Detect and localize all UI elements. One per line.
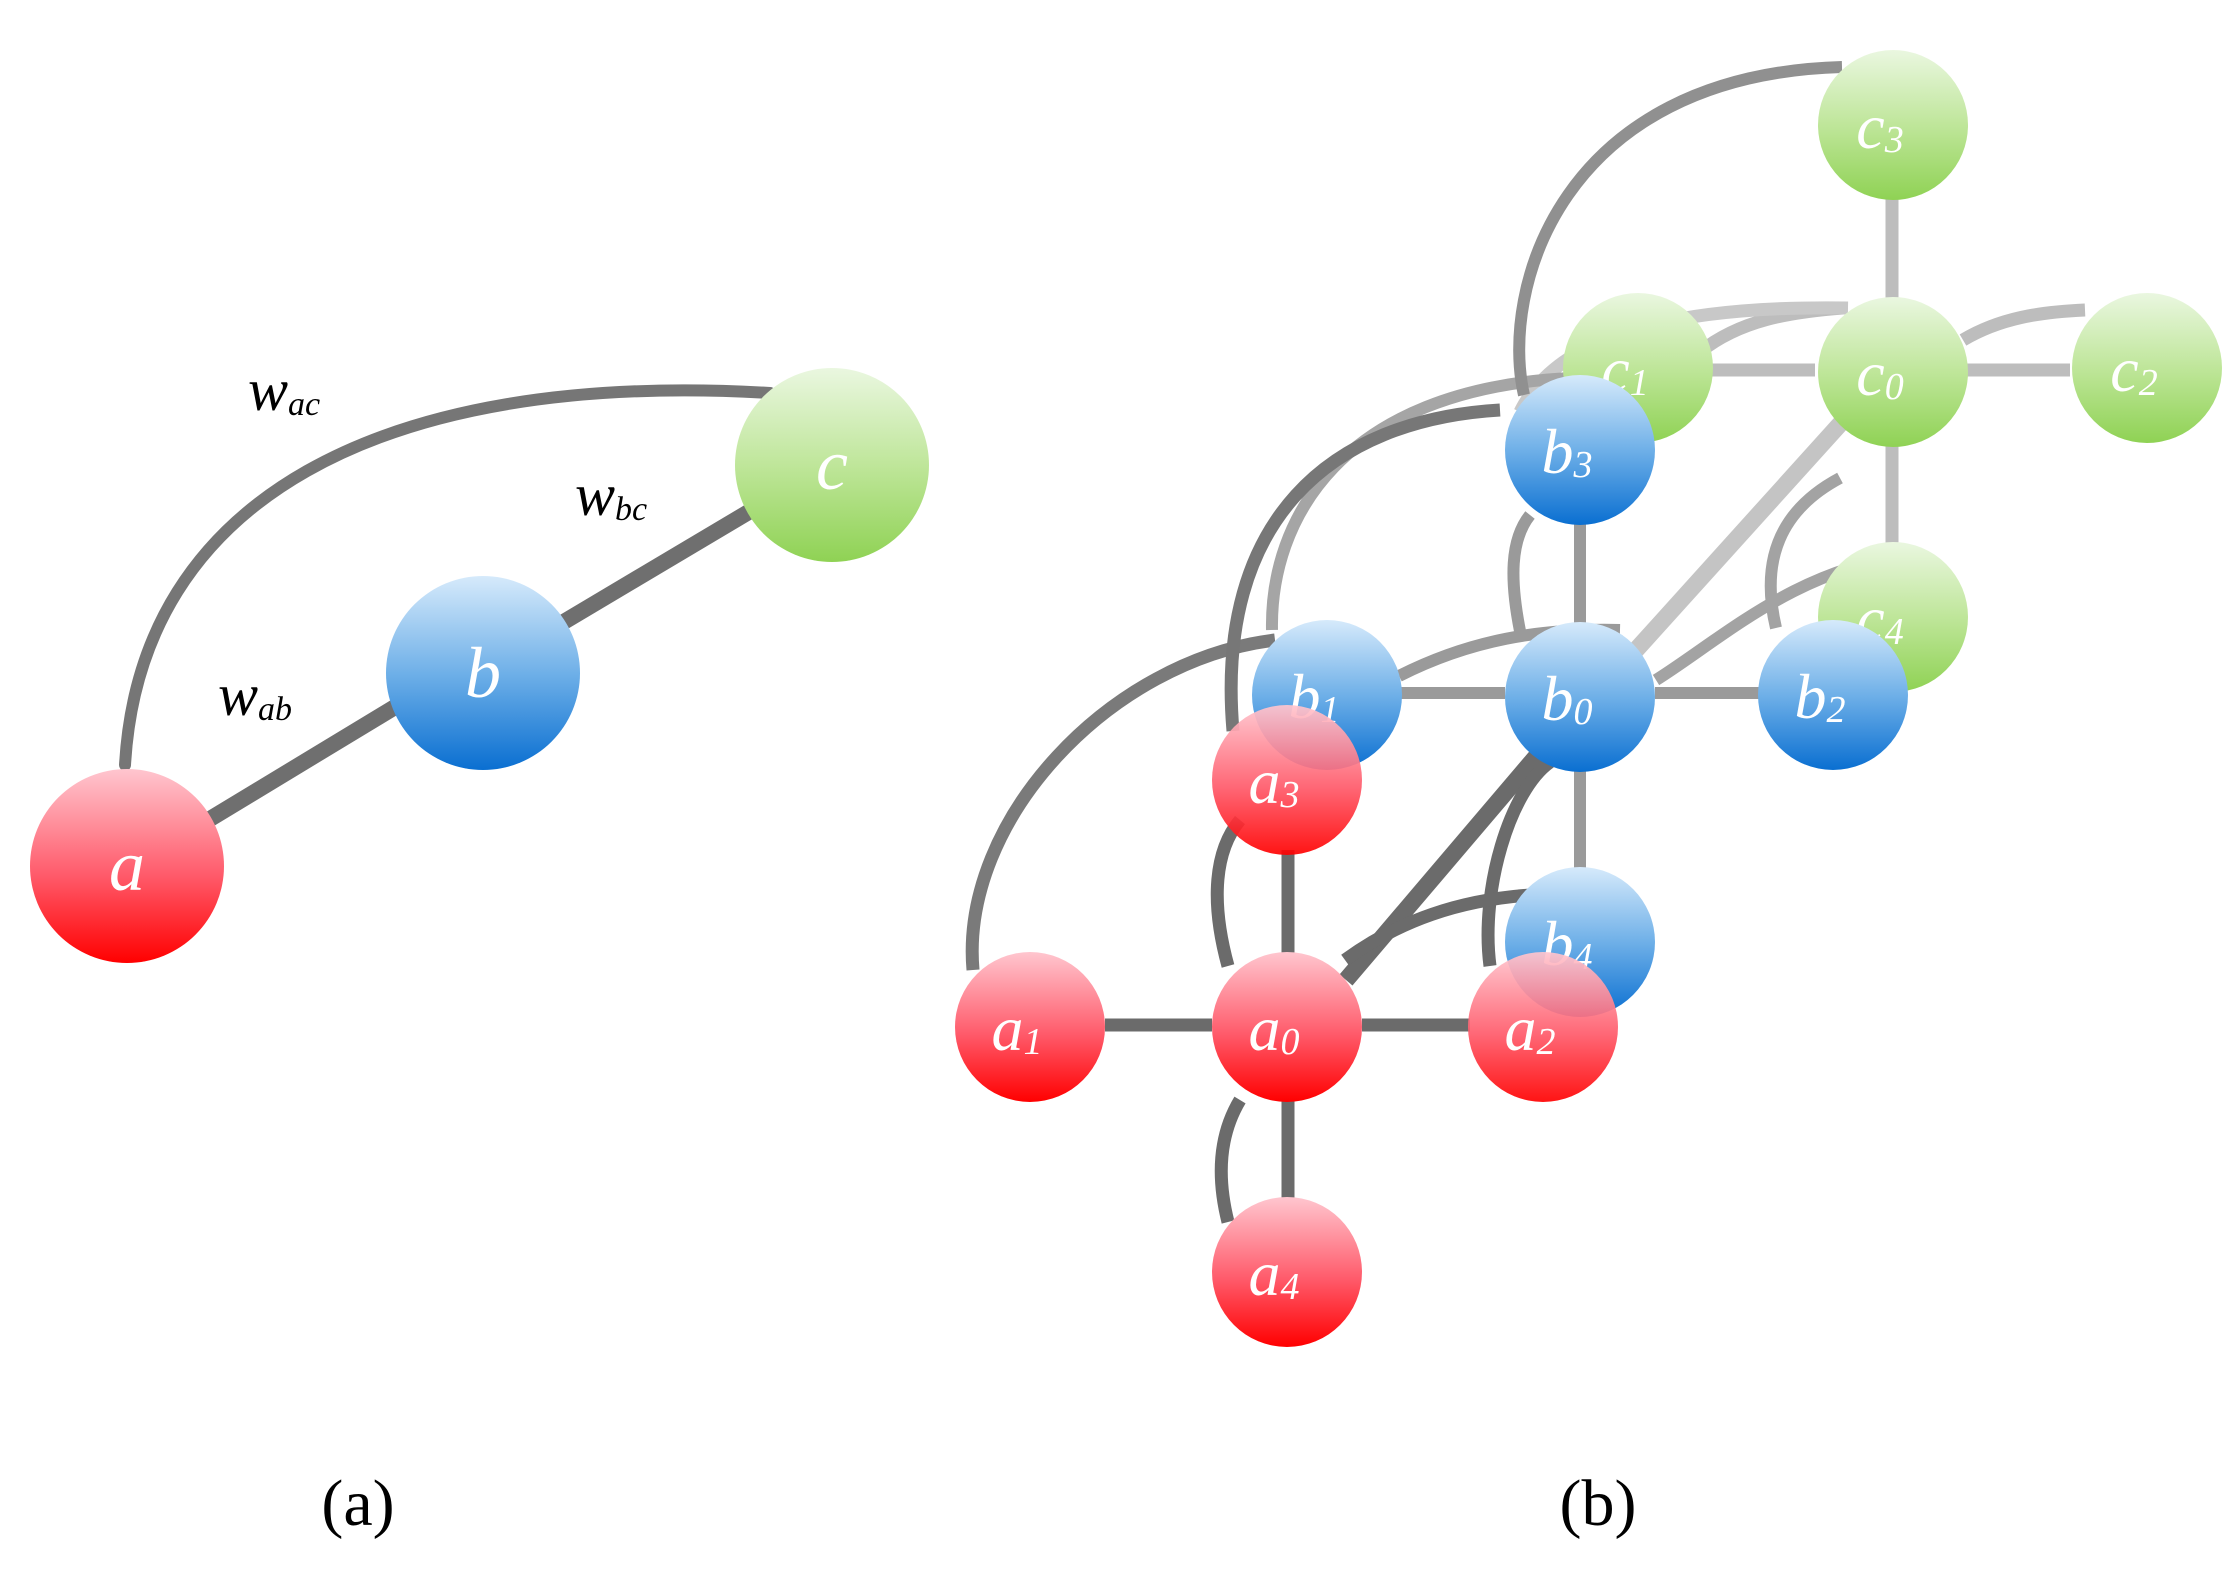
node-b3-label: b3 — [1542, 416, 1593, 487]
node-c3-label: c3 — [1856, 91, 1903, 162]
edge-ab — [200, 700, 400, 829]
node-b — [386, 576, 580, 770]
node-a2-label: a2 — [1505, 993, 1556, 1064]
node-b2-label: b2 — [1795, 661, 1846, 732]
node-a — [30, 769, 224, 963]
node-b0 — [1505, 622, 1655, 772]
caption-a: (a) — [321, 1467, 394, 1540]
node-c3 — [1818, 50, 1968, 200]
node-a1-label: a1 — [992, 993, 1043, 1064]
node-a0-label: a0 — [1249, 993, 1300, 1064]
node-b-label: b — [465, 633, 501, 713]
node-b0-label: b0 — [1542, 663, 1593, 734]
weight-ab-label: wab — [218, 662, 292, 728]
weight-bc-label: wbc — [575, 462, 647, 528]
caption-b: (b) — [1560, 1467, 1637, 1540]
edge-ac — [119, 384, 776, 771]
node-a2 — [1468, 952, 1618, 1102]
edge-bc — [557, 503, 757, 630]
panel-a: a b c wac wbc wab (a) — [30, 357, 929, 1540]
node-a0 — [1212, 952, 1362, 1102]
node-c-label: c — [816, 425, 848, 505]
node-a-label: a — [109, 826, 145, 906]
weight-ac-label: wac — [248, 357, 320, 423]
node-a4 — [1212, 1197, 1362, 1347]
node-b2 — [1758, 620, 1908, 770]
node-c0 — [1818, 297, 1968, 447]
panel-b: c3 c1 c0 c2 c4 b3 b1 b0 b2 b4 a3 a1 a0 a… — [955, 50, 2222, 1540]
node-b3 — [1505, 375, 1655, 525]
node-a4-label: a4 — [1249, 1238, 1300, 1309]
node-c0-label: c0 — [1856, 338, 1903, 409]
node-a3 — [1212, 705, 1362, 855]
node-a1 — [955, 952, 1105, 1102]
node-c — [735, 368, 929, 562]
node-c2-label: c2 — [2110, 334, 2157, 405]
node-c2 — [2072, 293, 2222, 443]
a-layer-edges — [965, 403, 1555, 1224]
node-a3-label: a3 — [1249, 746, 1300, 817]
